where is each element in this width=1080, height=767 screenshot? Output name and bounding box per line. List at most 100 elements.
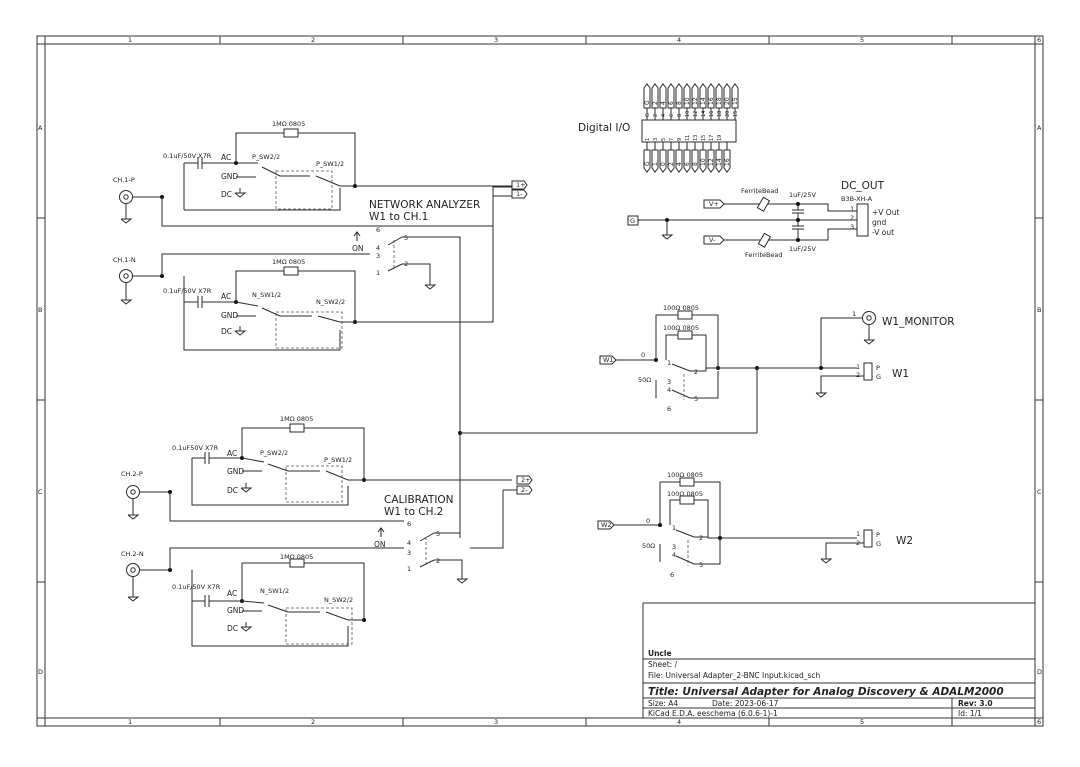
calibration-section: CALIBRATION W1 to CH.2 ON CH.2-P 0.1uF50… (121, 415, 757, 647)
dio-bottom-pin-number: 19 (717, 135, 723, 141)
w2-conn-pin1: 1 (856, 530, 860, 538)
dio-top-signal-flag (659, 83, 667, 109)
dio-top-signal-flag (651, 83, 659, 109)
dio-top-signal-label: 6 (668, 101, 675, 105)
col-label-5-bottom: 5 (860, 718, 864, 726)
tb-file: File: Universal Adapter_2-BNC Input.kica… (648, 671, 820, 680)
tb-rev: Rev: 3.0 (958, 699, 993, 708)
w1-sw-pin5: 5 (694, 395, 698, 403)
col-label-5: 5 (860, 36, 864, 44)
dio-bottom-signal-label: 4 (676, 162, 683, 166)
w1-sw-pin1: 1 (667, 359, 671, 367)
dio-bottom-signal-flag (643, 149, 651, 173)
dio-top-signal-flag (731, 83, 739, 109)
ch1p-ac-label: AC (221, 153, 231, 162)
dc-out-gnd-label: gnd (872, 218, 887, 227)
ferrite-bead-bottom (757, 232, 772, 248)
dio-top-signal-flag (707, 83, 715, 109)
cal-out-plus-label: 2+ (521, 476, 531, 484)
dc-out-pin-2: 2 (850, 214, 854, 222)
na-sw-pin5: 5 (404, 234, 408, 242)
dio-top-signal-flag (675, 83, 683, 109)
ch1p-cap-label: 0.1uF/50V X7R (163, 152, 212, 160)
na-out-plus (511, 180, 528, 190)
dio-bottom-signal-flag (699, 149, 707, 173)
ch1n-cap-label: 0.1uF/50V X7R (163, 287, 212, 295)
dc-out-part: B3B-XH-A (841, 195, 873, 203)
dio-bottom-signal-flag (691, 149, 699, 173)
dio-top-signal-label: 18 (716, 97, 723, 105)
dio-top-pin-number: 18 (717, 111, 723, 117)
w1-sw-pin3: 3 (667, 378, 671, 386)
w2-g-label: G (876, 540, 881, 548)
ch1p-sw1-label: P_SW1/2 (316, 160, 344, 168)
row-label-a: A (38, 124, 43, 132)
ch2p-label: CH.2-P (121, 470, 143, 478)
col-label-6: 6 (1037, 36, 1041, 44)
row-label-a-right: A (1037, 124, 1042, 132)
w2-net-label-text: W2 (601, 521, 612, 529)
dio-bottom-signal-flag (675, 149, 683, 173)
cal-out-minus-label: 2- (521, 486, 528, 494)
ch1n-label: CH.1-N (113, 256, 136, 264)
dio-bottom-pin-number: 5 (661, 138, 667, 141)
dio-bottom-signal-label: G (644, 161, 651, 166)
cal-title-line2: W1 to CH.2 (384, 506, 443, 518)
ch1p-gnd-label: GND (221, 172, 238, 181)
dio-top-signal-label: 16 (708, 97, 715, 105)
ferrite-bead-bottom-label: FerriteBead (745, 251, 783, 259)
dc-out-connector (856, 203, 869, 237)
dio-top-signal-flag (691, 83, 699, 109)
dio-top-signal-label: 14 (700, 97, 707, 105)
dio-bottom-signal-label: 10 (700, 158, 707, 166)
w1-section: W1 0 100Ω 0805 100Ω 0805 1 3 4 2 5 50Ω 6 (599, 304, 955, 433)
tb-tool: KiCad E.D.A. eeschema (6.0.6-1)-1 (648, 709, 778, 718)
dc-out-vplus-label: +V Out (872, 208, 899, 217)
digital-io-connector: Digital I/O GG22446688101012121414161618… (578, 83, 739, 173)
dio-top-pin-number: 20 (725, 111, 731, 117)
w1-resistor-bottom (677, 330, 693, 340)
tb-date: Date: 2023-06-17 (712, 699, 779, 708)
row-label-d-right: D (1037, 668, 1042, 676)
ch1n-bnc (119, 269, 133, 283)
cal-sw-pin2: 2 (436, 557, 440, 565)
dio-bottom-pin-number: 9 (677, 138, 683, 141)
w1-conn-pin2: 2 (856, 371, 860, 379)
w2-sw-pin3: 3 (672, 543, 676, 551)
title-block: Uncle Sheet: / File: Universal Adapter_2… (642, 602, 1036, 719)
dio-top-pin-number: 14 (701, 111, 707, 117)
col-label-4: 4 (677, 36, 681, 44)
col-label-2: 2 (311, 36, 315, 44)
cal-sw-pin6: 6 (407, 520, 411, 528)
ch2n-sw1-label: N_SW1/2 (260, 587, 289, 595)
col-label-6-bottom: 6 (1037, 718, 1041, 726)
dio-top-pin-number: 12 (693, 111, 699, 117)
dio-bottom-pin-number: 3 (653, 138, 659, 141)
w2-resistor-top (679, 477, 695, 487)
cap-bottom-label: 1uF/25V (789, 245, 816, 253)
ch2p-sw2-label: P_SW2/2 (260, 449, 288, 457)
dio-bottom-signal-flag (651, 149, 659, 173)
w1-zero-label: 0 (641, 351, 645, 359)
drawing-frame: 1 2 3 4 5 6 1 2 3 4 5 6 A B C D A B C D (36, 35, 1044, 727)
row-label-d: D (38, 668, 43, 676)
dio-bottom-signal-flag (715, 149, 723, 173)
cal-out-minus (516, 485, 533, 495)
ch1n-dc-label: DC (221, 327, 232, 336)
dio-bottom-pin-number: 13 (693, 135, 699, 141)
w1-net-label (599, 355, 617, 365)
w2-sw-pin1: 1 (672, 524, 676, 532)
dio-bottom-pin-number: 7 (669, 138, 675, 141)
row-label-c-right: C (1037, 488, 1042, 496)
col-label-1-bottom: 1 (128, 718, 132, 726)
cal-sw-pin3: 3 (407, 549, 411, 557)
dio-bottom-pin-number: 17 (709, 135, 715, 141)
w2-sw-pin5: 5 (699, 561, 703, 569)
w2-sw-pin4: 4 (672, 551, 676, 559)
cap-top-label: 1uF/25V (789, 191, 816, 199)
dio-top-pin-number: 16 (709, 111, 715, 117)
dio-top-signal-label: 8 (676, 101, 683, 105)
ch1p-resistor (283, 128, 299, 138)
